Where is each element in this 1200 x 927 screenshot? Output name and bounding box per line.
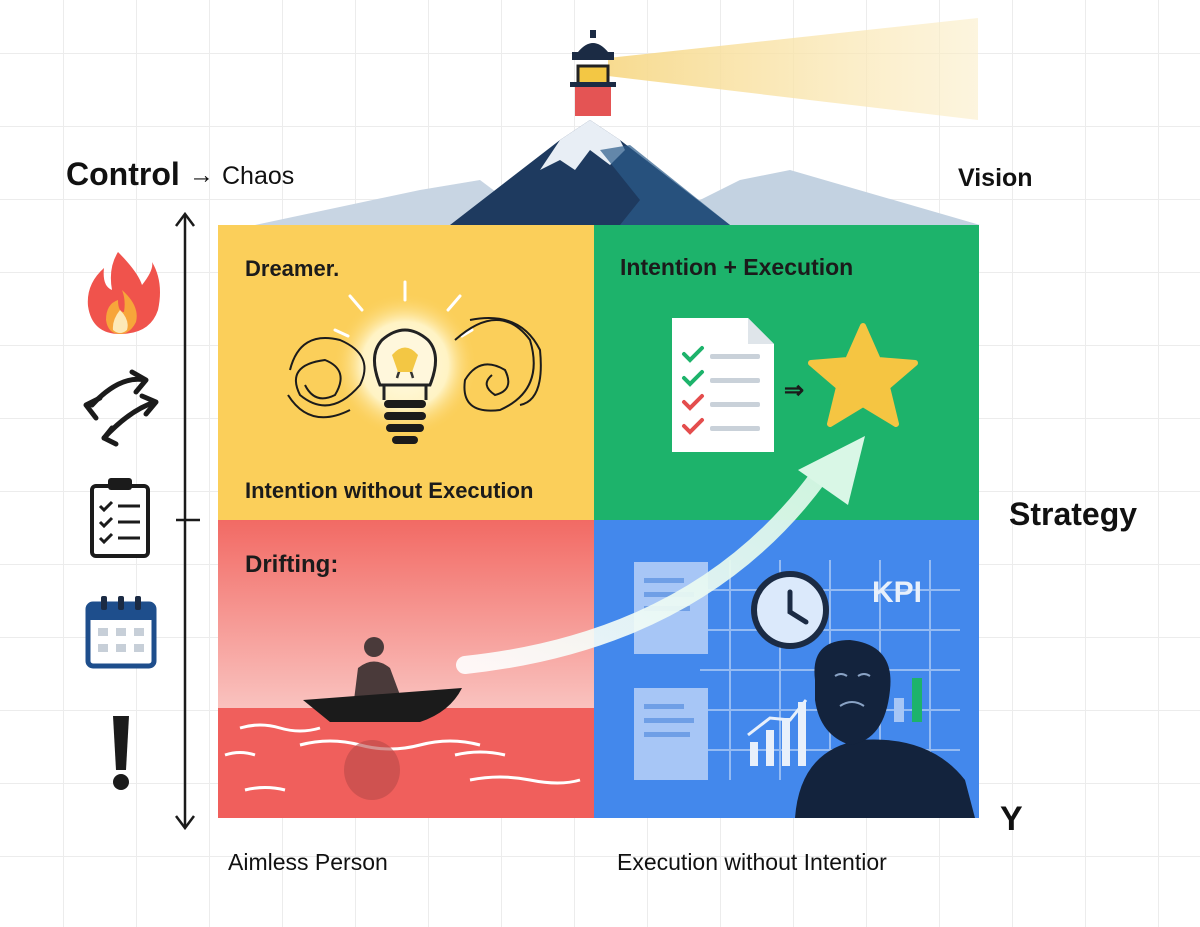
exclamation-icon (113, 716, 129, 790)
clipboard-icon (90, 478, 150, 558)
light-bulb-icon (333, 280, 477, 444)
intention-execution-title: Intention + Execution (620, 254, 854, 280)
calendar-icon (85, 596, 157, 669)
fire-icon (87, 252, 160, 334)
lighthouse-icon (570, 30, 616, 116)
dreamer-caption: Intention without Execution (245, 478, 534, 503)
sad-person-icon (795, 640, 975, 818)
light-beam (608, 18, 978, 120)
boat-person-icon (303, 637, 462, 722)
arrows-icon (83, 369, 159, 447)
vision-label: Vision (958, 164, 1033, 192)
chaos-label: Chaos (222, 162, 295, 190)
document-icon (634, 688, 708, 780)
quadrant-intention-execution (594, 225, 979, 520)
bar-chart-icon (747, 678, 922, 766)
scribble-left (287, 337, 366, 419)
execution-without-intention-label: Execution without Intentior (617, 849, 887, 875)
strategy-label: Strategy (1009, 496, 1138, 532)
drifting-title: Drifting: (245, 551, 339, 578)
mountain (255, 120, 980, 225)
water (218, 708, 594, 818)
vertical-axis (175, 211, 200, 831)
implies-arrow: ⇒ (784, 377, 805, 404)
y-axis-label: Y (1000, 800, 1023, 838)
arrow-glyph: → (189, 161, 214, 189)
scribble-right (454, 317, 542, 412)
checklist-doc-icon (672, 318, 774, 452)
clock-icon (751, 571, 829, 649)
kpi-label: KPI (872, 576, 923, 609)
dreamer-title: Dreamer. (245, 256, 340, 281)
star-icon (808, 323, 918, 427)
progress-arrow (456, 436, 865, 674)
control-label: Control (66, 156, 180, 192)
aimless-person-label: Aimless Person (228, 849, 388, 875)
